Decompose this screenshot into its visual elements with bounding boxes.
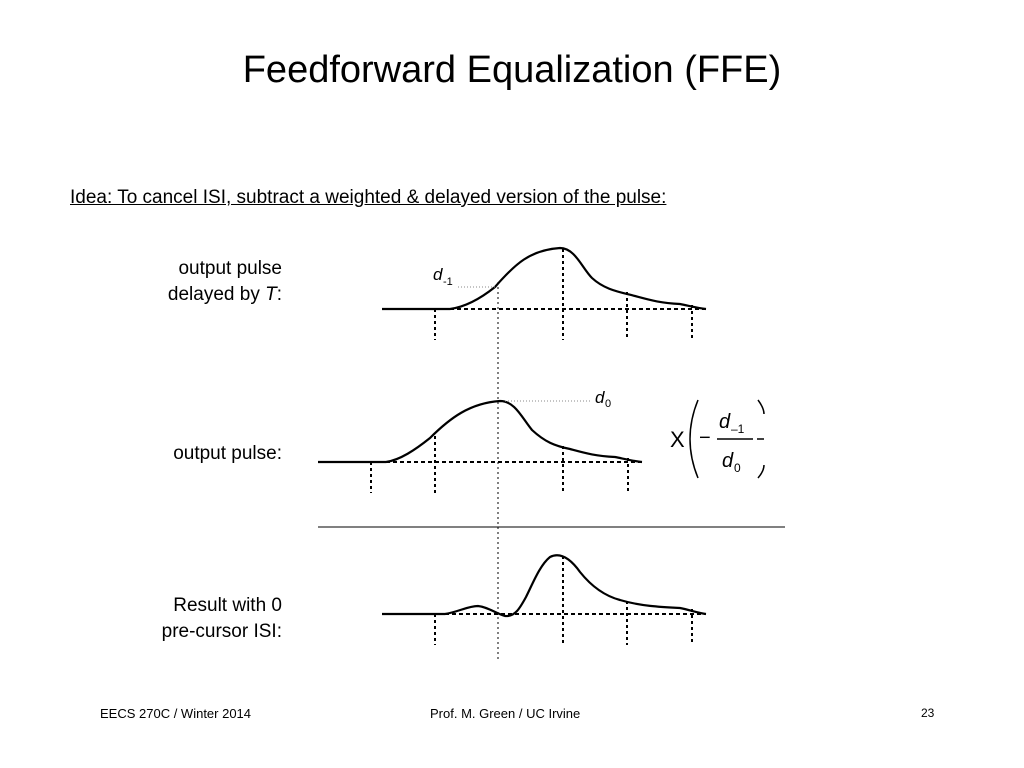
- d0-label: d: [595, 388, 605, 407]
- footer-page-number: 23: [921, 706, 935, 720]
- label-result-line2: pre-cursor ISI:: [161, 621, 282, 642]
- d-minus1-label: d: [433, 265, 443, 284]
- idea-text: Idea: To cancel ISI, subtract a weighted…: [70, 187, 667, 208]
- multiplier-x: X: [670, 427, 685, 452]
- d-minus1-subscript: -1: [443, 276, 453, 288]
- footer-author: Prof. M. Green / UC Irvine: [430, 706, 581, 721]
- label-delayed-pulse: output pulse delayed by T:: [168, 256, 282, 308]
- label-result-line1: Result with 0: [173, 595, 282, 616]
- denominator-subscript: 0: [734, 461, 741, 475]
- label-delayed-line2-suffix: :: [276, 284, 282, 305]
- delayed-pulse-plot: d -1: [382, 246, 707, 340]
- right-paren-partial: [757, 399, 765, 479]
- delayed-pulse-curve: [382, 246, 707, 311]
- label-delayed-line1: output pulse: [178, 258, 282, 279]
- label-result: Result with 0 pre-cursor ISI:: [162, 593, 282, 645]
- minus-sign: −: [699, 427, 711, 449]
- numerator-subscript: –1: [731, 422, 745, 436]
- label-delayed-var: T: [265, 284, 277, 305]
- d0-subscript: 0: [605, 398, 611, 410]
- label-output-text: output pulse:: [173, 443, 282, 464]
- result-pulse-plot: [382, 554, 707, 645]
- label-delayed-line2-prefix: delayed by: [167, 284, 266, 305]
- numerator-d: d: [719, 411, 731, 433]
- result-pulse-curve: [382, 554, 707, 618]
- left-paren: [689, 399, 699, 479]
- slide-title: Feedforward Equalization (FFE): [242, 49, 782, 91]
- footer-course: EECS 270C / Winter 2014: [100, 706, 252, 721]
- output-pulse-curve: [318, 399, 643, 464]
- label-output-pulse: output pulse:: [173, 441, 282, 467]
- multiplier-formula: X − d –1 d 0: [670, 399, 765, 479]
- output-pulse-plot: d 0: [318, 388, 643, 493]
- denominator-d: d: [722, 450, 734, 472]
